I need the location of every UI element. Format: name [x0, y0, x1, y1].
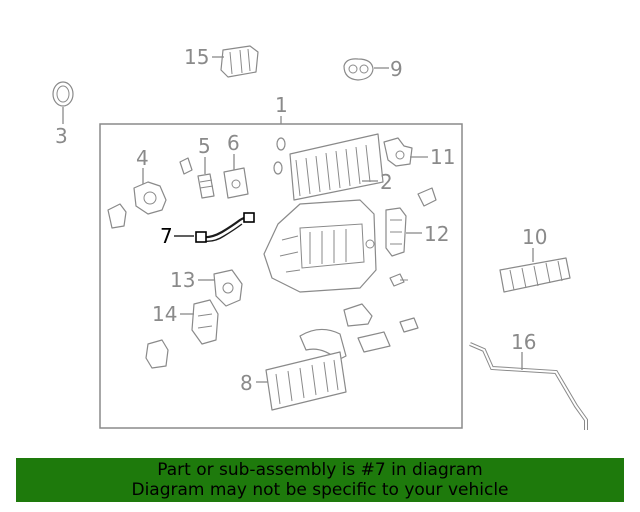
part-16-drain-hose[interactable]	[469, 342, 588, 430]
part-4-motor-mount[interactable]	[133, 181, 167, 215]
part-11-actuator[interactable]	[383, 137, 413, 167]
callout-13: 13	[170, 268, 195, 292]
callout-14: 14	[152, 302, 177, 326]
clip-left	[107, 203, 127, 229]
part-7-wire-harness[interactable]	[195, 212, 255, 243]
callout-7: 7	[160, 224, 173, 248]
callout-10: 10	[522, 225, 547, 249]
part-13-actuator[interactable]	[213, 269, 243, 307]
callout-15: 15	[184, 45, 209, 69]
callout-4: 4	[136, 146, 149, 170]
callout-1: 1	[275, 93, 288, 117]
callout-9: 9	[390, 57, 403, 81]
part-8-heater-core[interactable]	[265, 351, 347, 411]
part-3-seal[interactable]	[52, 81, 74, 107]
info-banner: Part or sub-assembly is #7 in diagram Di…	[16, 458, 624, 502]
duct-center	[343, 303, 373, 327]
o-ring-lower	[273, 161, 283, 175]
part-1-hvac-housing[interactable]	[263, 199, 377, 293]
callout-5: 5	[198, 134, 211, 158]
clip-right-lower	[399, 317, 419, 333]
callout-12: 12	[424, 222, 449, 246]
callout-8: 8	[240, 371, 253, 395]
part-10-filter[interactable]	[499, 257, 571, 293]
callout-11: 11	[430, 145, 455, 169]
part-2-evaporator[interactable]	[289, 133, 384, 201]
part-15-bracket[interactable]	[220, 45, 259, 78]
banner-line-1: Part or sub-assembly is #7 in diagram	[157, 460, 483, 480]
part-14-actuator[interactable]	[191, 299, 219, 345]
part-12-actuator[interactable]	[385, 207, 407, 257]
callout-3: 3	[55, 124, 68, 148]
o-ring-upper	[276, 137, 286, 151]
clip-5-side	[179, 157, 193, 175]
parts-diagram: 15 9 3 1 2 11 12	[52, 45, 588, 430]
bracket-lower-left	[145, 339, 169, 369]
callout-6: 6	[227, 131, 240, 155]
pipe-connector	[299, 328, 347, 361]
duct-lower	[357, 331, 391, 353]
banner-line-2: Diagram may not be specific to your vehi…	[131, 480, 509, 500]
callout-2: 2	[380, 170, 393, 194]
screw	[389, 273, 408, 287]
clip-small	[417, 187, 437, 207]
part-5-sensor[interactable]	[197, 173, 215, 199]
part-6-sensor[interactable]	[223, 167, 249, 199]
callout-16: 16	[511, 330, 536, 354]
part-9-grommet[interactable]	[343, 58, 374, 81]
